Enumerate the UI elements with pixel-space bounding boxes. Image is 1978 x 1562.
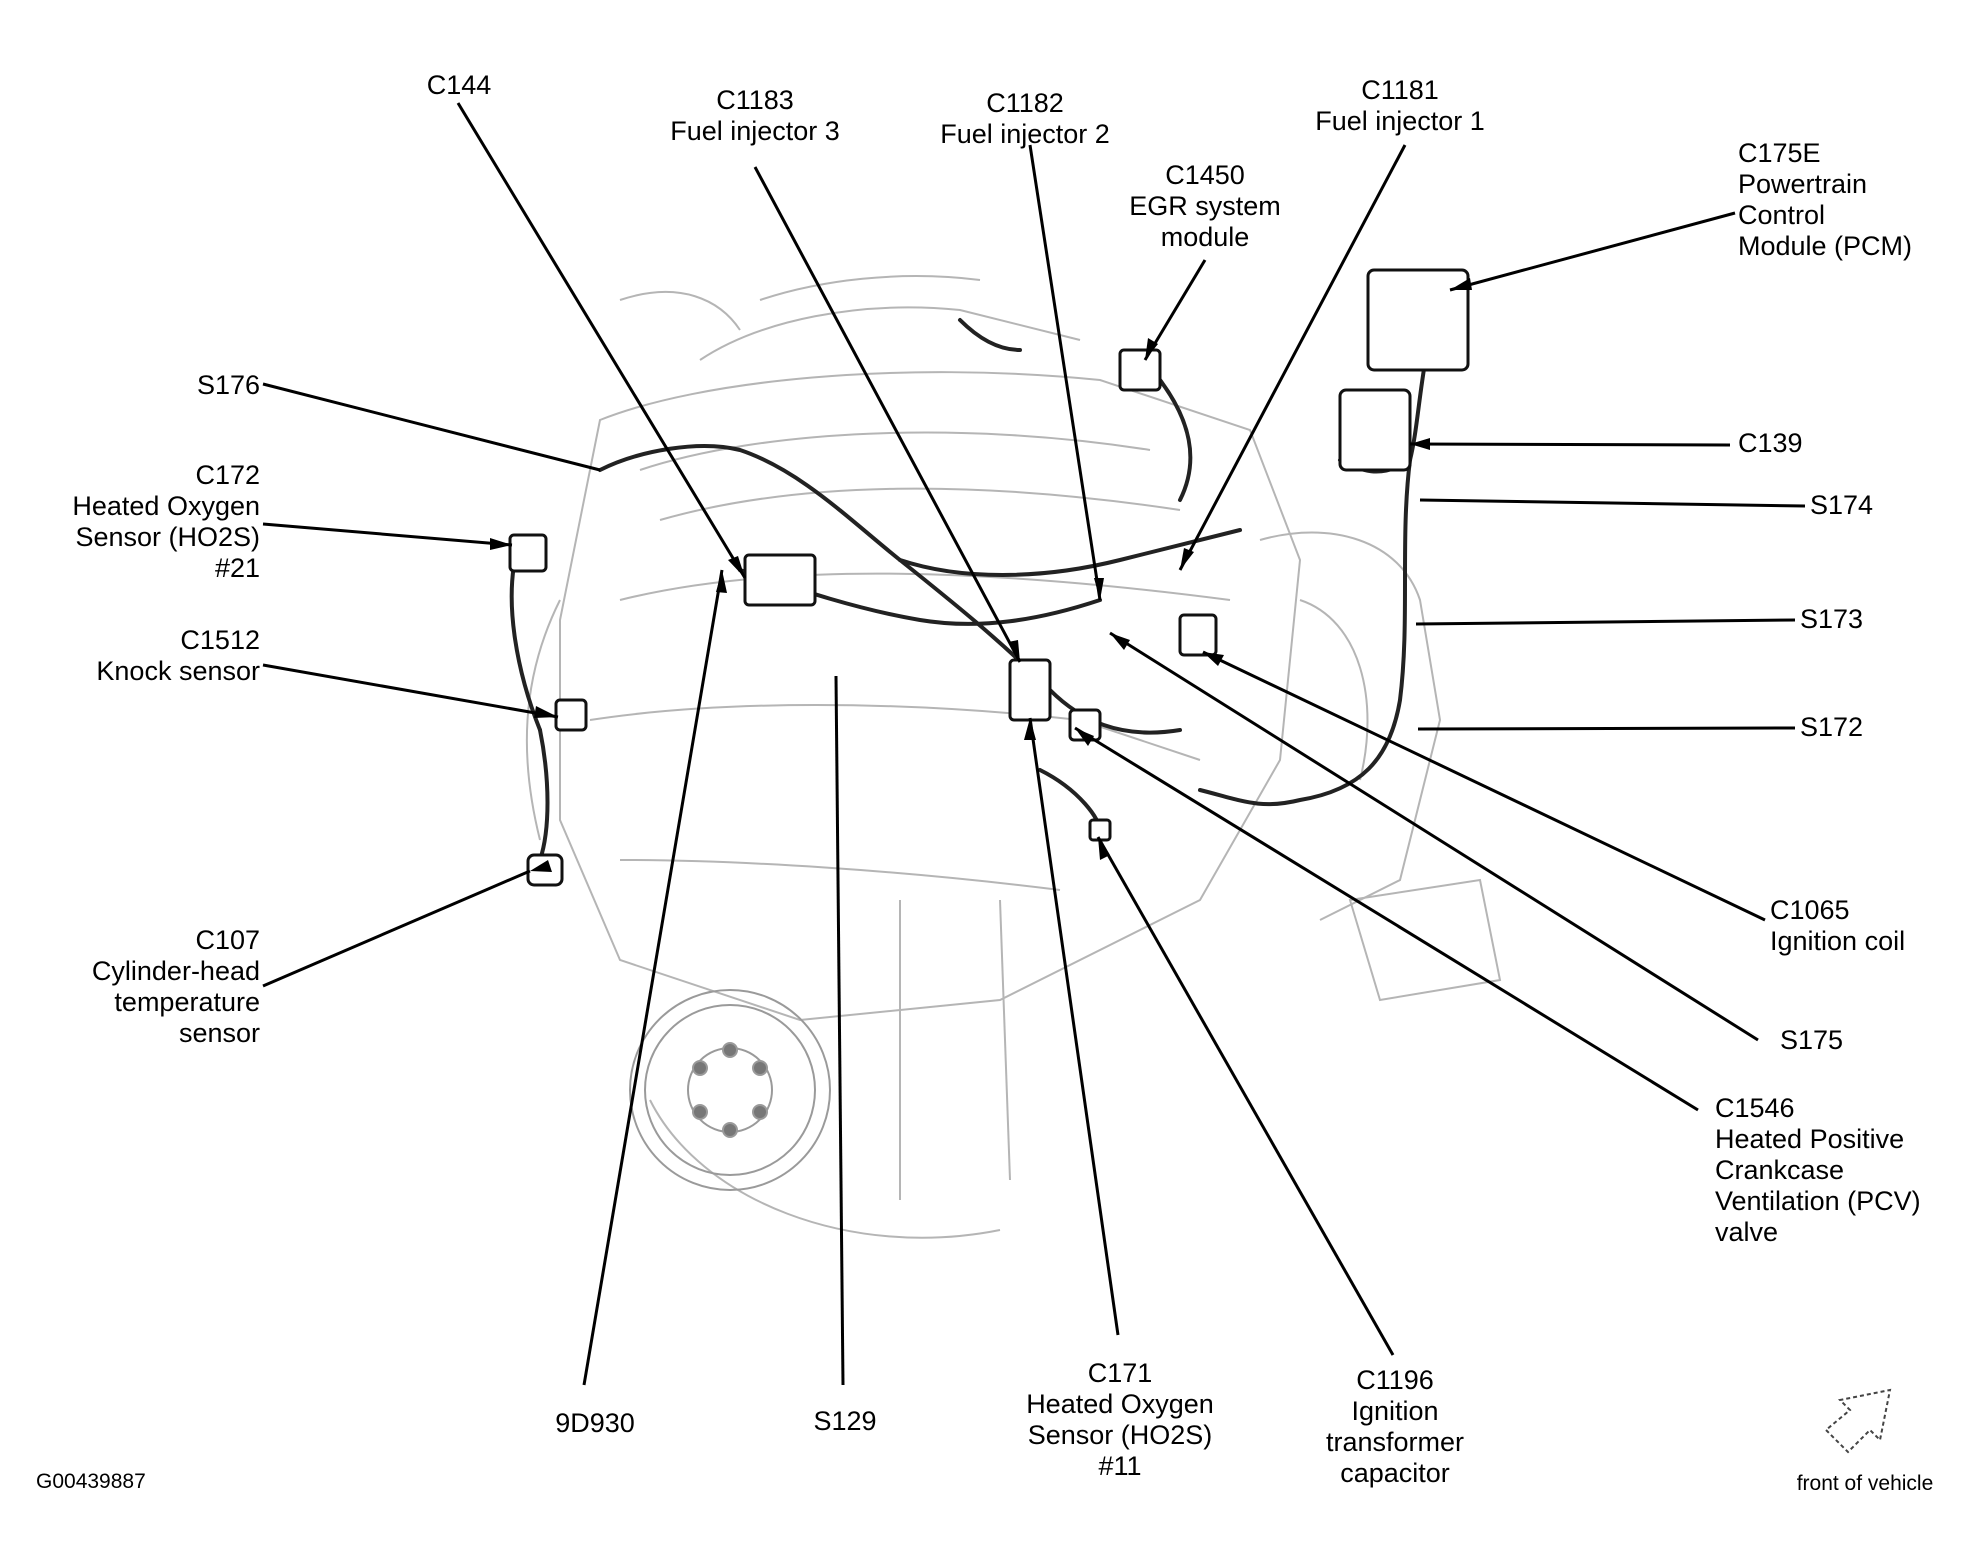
label-9d930: 9D930 (555, 1408, 635, 1438)
label-c171: C171 Heated Oxygen Sensor (HO2S) #11 (1026, 1358, 1214, 1481)
label-c1450: C1450 EGR system module (1129, 160, 1281, 252)
pcm-connector (1366, 268, 1470, 372)
arrowheads (490, 278, 1472, 872)
front-of-vehicle-arrow-icon (1824, 1388, 1892, 1454)
label-c172: C172 Heated Oxygen Sensor (HO2S) #21 (72, 460, 260, 583)
c139-connector (1338, 388, 1412, 472)
flywheel (629, 989, 831, 1191)
c172-connector (508, 533, 548, 573)
label-c175e: C175E Powertrain Control Module (PCM) (1738, 138, 1913, 261)
label-s172: S172 (1800, 712, 1864, 742)
egr-connector (1118, 348, 1162, 392)
leader-lines (262, 102, 1806, 1386)
label-c1181: C1181 Fuel injector 1 (1315, 75, 1485, 136)
label-s129: S129 (813, 1406, 877, 1436)
front-of-vehicle-label: front of vehicle (1796, 1472, 1934, 1495)
label-s173: S173 (1800, 604, 1864, 634)
c1196-connector (1088, 818, 1112, 842)
label-c139: C139 (1738, 428, 1803, 458)
connectors (508, 268, 1470, 887)
label-c1182: C1182 Fuel injector 2 (940, 88, 1110, 149)
label-c107: C107 Cylinder-head temperature sensor (91, 925, 260, 1048)
9d930-connector (743, 553, 817, 607)
label-c1546: C1546 Heated Positive Crankcase Ventilat… (1715, 1093, 1921, 1247)
engine-drawing (525, 275, 1502, 1239)
label-c1065: C1065 Ignition coil (1770, 895, 1906, 956)
ignition-coil-connector (1178, 613, 1218, 657)
fuel-injector-connector (1008, 658, 1052, 722)
label-c1512: C1512 Knock sensor (96, 625, 260, 686)
figure-id: G00439887 (36, 1470, 146, 1493)
label-s174: S174 (1810, 490, 1874, 520)
label-c144: C144 (426, 70, 492, 100)
label-c1183: C1183 Fuel injector 3 (670, 85, 840, 146)
knock-sensor-connector (554, 698, 588, 732)
label-c1196: C1196 Ignition transformer capacitor (1325, 1365, 1465, 1488)
label-s175: S175 (1780, 1025, 1844, 1055)
label-s176: S176 (196, 370, 260, 400)
